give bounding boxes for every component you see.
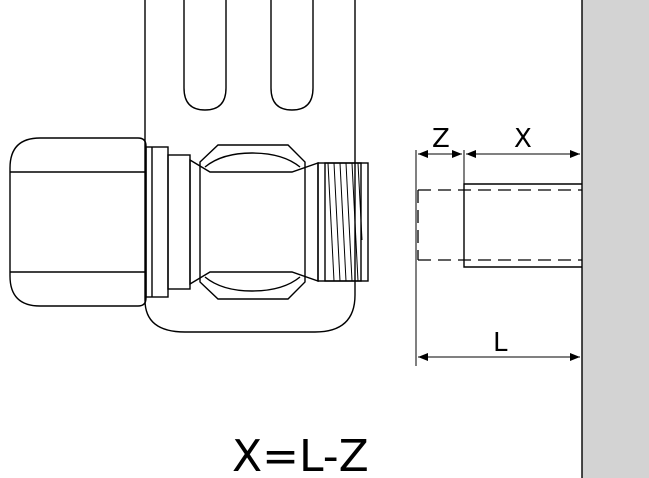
valve-nut-inner (204, 152, 301, 292)
label-l: L (493, 328, 508, 358)
wall (581, 0, 649, 478)
radiator-body (144, 0, 356, 333)
label-x: X (514, 124, 532, 154)
thread-lines (327, 162, 363, 282)
valve-head-cap (9, 137, 147, 307)
formula: X=L-Z (232, 431, 369, 478)
pipe-stub (463, 183, 582, 268)
valve-collar-1 (145, 146, 169, 298)
valve-body (189, 158, 319, 286)
valve-collar-2 (167, 154, 191, 290)
radiator-slot-right (270, 0, 314, 111)
radiator-slot-left (183, 0, 227, 111)
valve-assembly (9, 137, 369, 307)
radiator-outline (144, 0, 356, 333)
valve-nut (199, 144, 306, 300)
label-z: Z (432, 124, 450, 154)
wall-surface (582, 0, 649, 478)
pipe-scheme: Z X L (415, 124, 582, 366)
